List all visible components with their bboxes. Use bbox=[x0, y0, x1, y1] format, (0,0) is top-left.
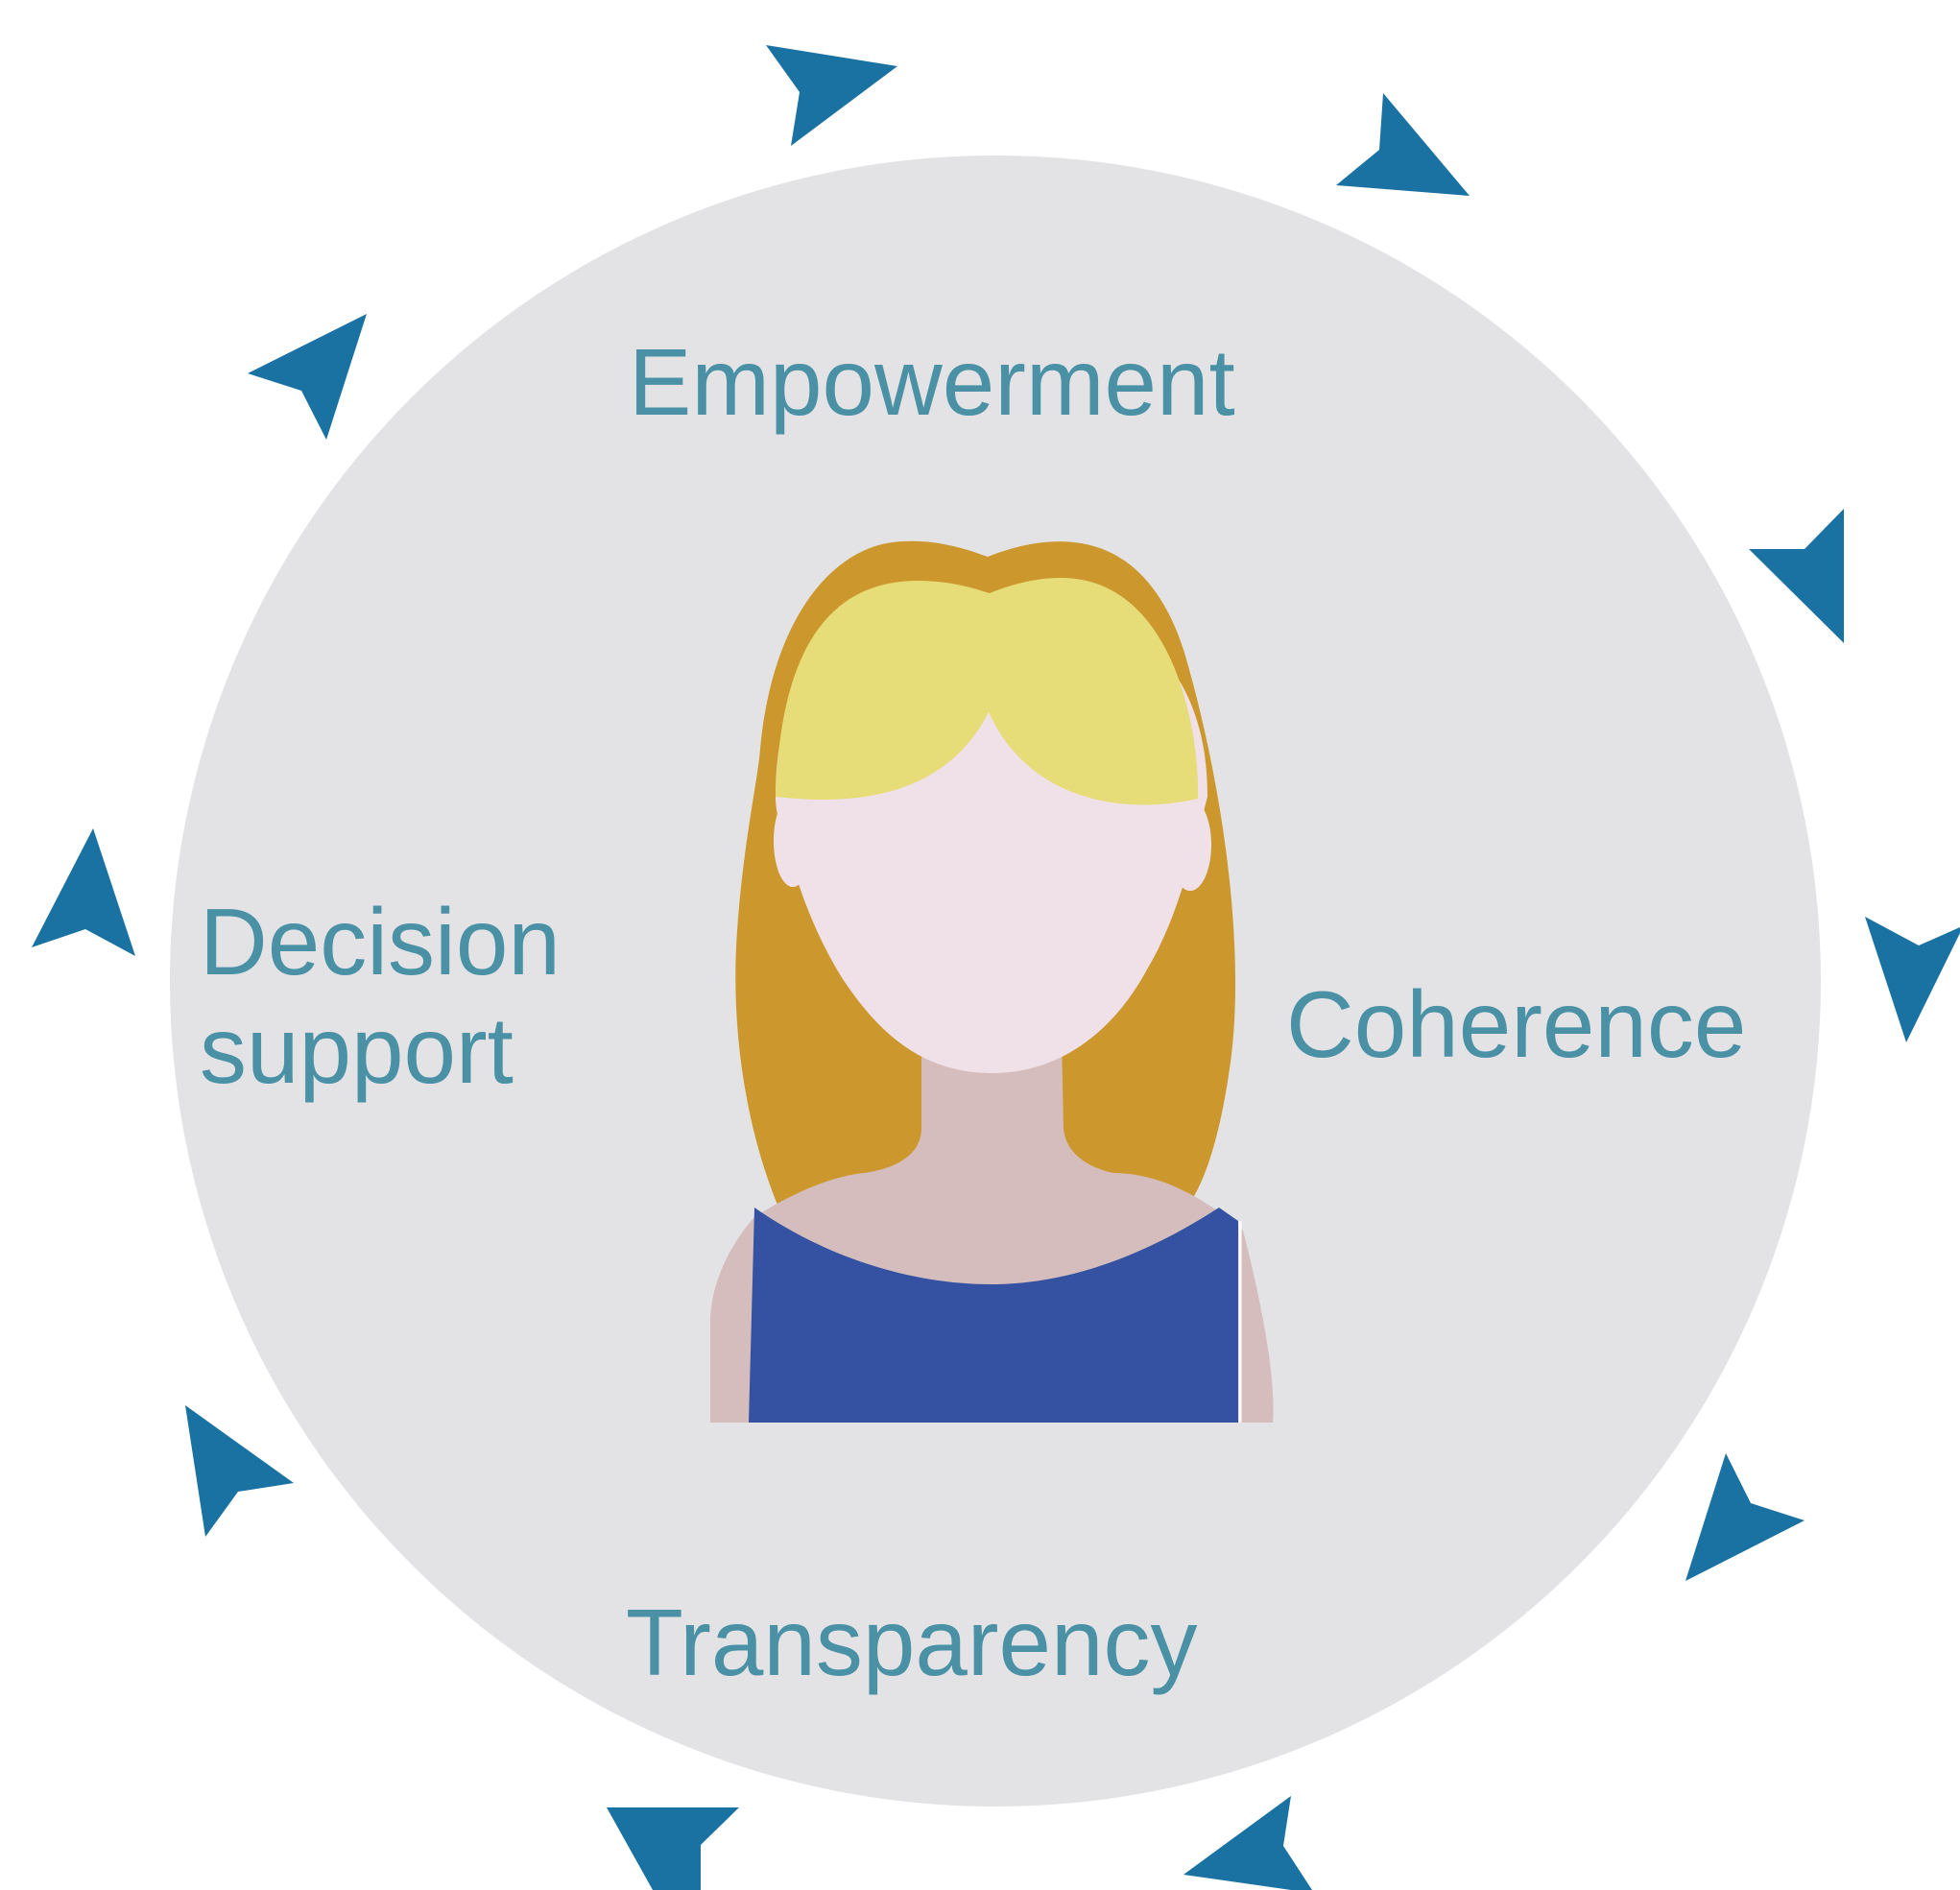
arrowhead-icon bbox=[248, 314, 367, 440]
arrowhead-icon bbox=[1336, 93, 1470, 196]
label-coherence: Coherence bbox=[1286, 971, 1746, 1077]
label-decision-support: Decision support bbox=[200, 889, 586, 1103]
label-transparency: Transparency bbox=[626, 1590, 1198, 1695]
arrowhead-ring bbox=[32, 45, 1960, 1890]
label-decision: Decision bbox=[200, 889, 561, 994]
arrowhead-icon bbox=[607, 1807, 739, 1890]
label-empowerment: Empowerment bbox=[629, 329, 1235, 435]
arrowhead-icon bbox=[1183, 1796, 1312, 1890]
arrowhead-icon bbox=[32, 828, 135, 956]
top-shirt bbox=[749, 1208, 1238, 1423]
hair-bangs bbox=[776, 577, 1199, 805]
label-support: support bbox=[200, 997, 514, 1103]
neck bbox=[864, 1037, 1113, 1173]
arrowhead-icon bbox=[1685, 1453, 1805, 1581]
arrowhead-icon bbox=[185, 1405, 294, 1537]
woman-avatar-icon bbox=[710, 540, 1274, 1423]
arrowhead-icon bbox=[1749, 509, 1844, 643]
arrowhead-icon bbox=[1865, 917, 1960, 1042]
arrowhead-icon bbox=[766, 45, 897, 146]
